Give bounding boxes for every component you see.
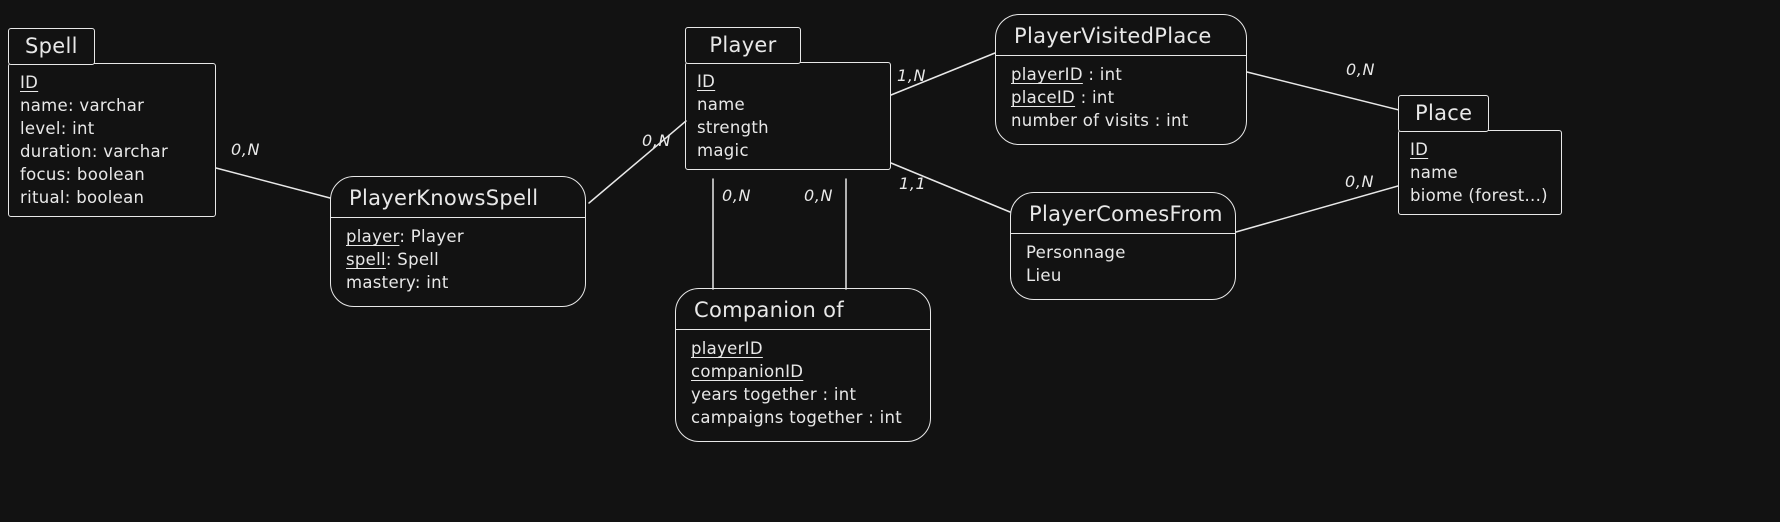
attribute-text: ritual: boolean — [20, 188, 145, 207]
attribute-key: companionID — [691, 362, 804, 381]
relation-title: PlayerKnowsSpell — [331, 177, 585, 218]
attribute-row: Personnage — [1026, 241, 1220, 264]
edge-player-playercomesfrom[interactable] — [890, 162, 1011, 213]
attribute-text: : int — [1075, 88, 1115, 107]
attribute-row: years together : int — [691, 383, 915, 406]
attribute-key: ID — [20, 73, 39, 92]
attribute-text: : int — [1082, 65, 1123, 84]
relation-title: Companion of — [676, 289, 930, 330]
relation-player-visited-place[interactable]: PlayerVisitedPlace playerID : int placeI… — [995, 14, 1247, 145]
attribute-key: ID — [697, 72, 716, 91]
edge-playercomesfrom-place[interactable] — [1235, 185, 1399, 233]
attribute-key: ID — [1410, 140, 1429, 159]
attribute-text: name — [697, 95, 745, 114]
attribute-row: number of visits : int — [1011, 109, 1231, 132]
cardinality-player-comesfrom[interactable]: 1,1 — [899, 174, 927, 193]
attribute-row: focus: boolean — [20, 163, 204, 186]
cardinality-player-visited[interactable]: 1,N — [897, 66, 927, 85]
attribute-text: : Spell — [385, 250, 440, 269]
entity-title-text: Place — [1415, 101, 1473, 125]
attribute-text: strength — [697, 118, 769, 137]
attribute-row: name — [1410, 161, 1550, 184]
attribute-text: Personnage — [1026, 243, 1126, 262]
attribute-key: placeID — [1011, 88, 1076, 107]
relation-companion-of[interactable]: Companion of playerID companionID years … — [675, 288, 931, 442]
attribute-row: ID — [1410, 138, 1550, 161]
attribute-key: spell — [346, 250, 386, 269]
cardinality-comesfrom-place[interactable]: 0,N — [1345, 172, 1375, 191]
attribute-row: name — [697, 93, 879, 116]
attribute-row: Lieu — [1026, 264, 1220, 287]
edge-spell-playerknowsspell[interactable] — [215, 167, 331, 199]
attribute-row: companionID — [691, 360, 915, 383]
attribute-text: duration: varchar — [20, 142, 169, 161]
cardinality-knows-player[interactable]: 0,N — [642, 131, 672, 150]
attribute-text: name: varchar — [20, 96, 145, 115]
relation-attributes: playerID companionID years together : in… — [676, 330, 930, 441]
attribute-row: mastery: int — [346, 271, 570, 294]
attribute-text: focus: boolean — [20, 165, 146, 184]
attribute-text: campaigns together : int — [691, 408, 903, 427]
entity-place-title-tab: Place — [1398, 95, 1490, 132]
entity-title-text: Spell — [25, 34, 78, 58]
entity-place-attributes: ID name biome (forest...) — [1398, 130, 1562, 215]
edge-playerknowsspell-player[interactable] — [588, 120, 687, 204]
cardinality-visited-place[interactable]: 0,N — [1346, 60, 1376, 79]
attribute-row: ID — [697, 70, 879, 93]
attribute-text: number of visits : int — [1011, 111, 1189, 130]
attribute-row: strength — [697, 116, 879, 139]
entity-spell-attributes: ID name: varchar level: int duration: va… — [8, 63, 216, 217]
attribute-row: campaigns together : int — [691, 406, 915, 429]
attribute-text: : Player — [399, 227, 464, 246]
relation-player-knows-spell[interactable]: PlayerKnowsSpell player: Player spell: S… — [330, 176, 586, 307]
entity-player[interactable]: Player ID name strength magic — [685, 27, 891, 170]
attribute-row: biome (forest...) — [1410, 184, 1550, 207]
entity-player-title-tab: Player — [685, 27, 801, 64]
attribute-key: playerID — [1011, 65, 1083, 84]
attribute-text: years together : int — [691, 385, 857, 404]
attribute-text: mastery: int — [346, 273, 449, 292]
entity-spell-title-tab: Spell — [8, 28, 95, 65]
entity-title-text: Player — [709, 33, 777, 57]
attribute-row: spell: Spell — [346, 248, 570, 271]
relation-attributes: player: Player spell: Spell mastery: int — [331, 218, 585, 306]
cardinality-companion-right[interactable]: 0,N — [804, 186, 834, 205]
entity-player-attributes: ID name strength magic — [685, 62, 891, 170]
attribute-text: magic — [697, 141, 749, 160]
attribute-row: duration: varchar — [20, 140, 204, 163]
entity-place[interactable]: Place ID name biome (forest...) — [1398, 95, 1562, 215]
attribute-row: magic — [697, 139, 879, 162]
attribute-row: playerID — [691, 337, 915, 360]
entity-spell[interactable]: Spell ID name: varchar level: int durati… — [8, 28, 216, 217]
attribute-row: player: Player — [346, 225, 570, 248]
attribute-row: playerID : int — [1011, 63, 1231, 86]
attribute-text: Lieu — [1026, 266, 1062, 285]
cardinality-spell-knows[interactable]: 0,N — [231, 140, 261, 159]
attribute-row: ID — [20, 71, 204, 94]
relation-player-comes-from[interactable]: PlayerComesFrom Personnage Lieu — [1010, 192, 1236, 300]
attribute-text: level: int — [20, 119, 95, 138]
attribute-row: placeID : int — [1011, 86, 1231, 109]
attribute-row: level: int — [20, 117, 204, 140]
cardinality-companion-left[interactable]: 0,N — [722, 186, 752, 205]
attribute-row: name: varchar — [20, 94, 204, 117]
attribute-key: player — [346, 227, 400, 246]
attribute-row: ritual: boolean — [20, 186, 204, 209]
relation-title: PlayerVisitedPlace — [996, 15, 1246, 56]
edge-playervisitedplace-place[interactable] — [1246, 71, 1400, 111]
edge-player-playervisitedplace[interactable] — [890, 52, 996, 96]
relation-attributes: Personnage Lieu — [1011, 234, 1235, 299]
relation-title: PlayerComesFrom — [1011, 193, 1235, 234]
relation-attributes: playerID : int placeID : int number of v… — [996, 56, 1246, 144]
attribute-text: biome (forest...) — [1410, 186, 1548, 205]
attribute-key: playerID — [691, 339, 763, 358]
attribute-text: name — [1410, 163, 1458, 182]
